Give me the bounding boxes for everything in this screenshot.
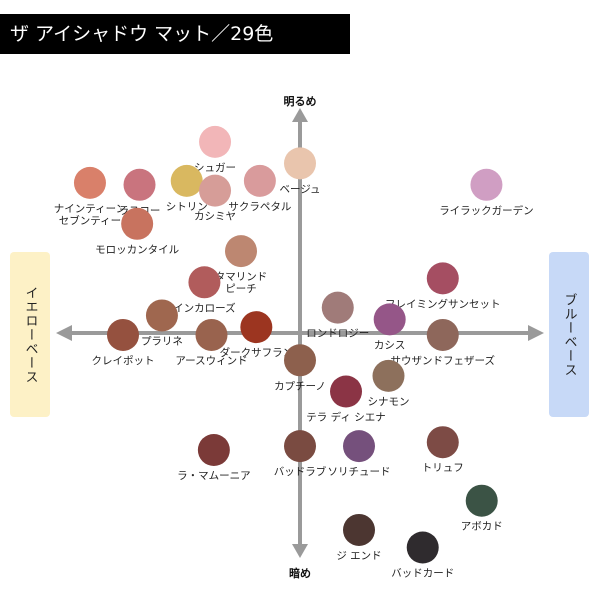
shade-label: ナインティーンセブンティー: [54, 203, 126, 227]
shade-label: プラリネ: [141, 335, 183, 347]
arrow-up-icon: [292, 108, 308, 122]
shade-label: ロンドロジー: [306, 328, 369, 340]
axis-label-dark: 暗め: [289, 567, 311, 580]
shade-swatch: [199, 125, 232, 158]
shade-swatch: [321, 291, 354, 324]
shade-swatch: [284, 344, 316, 377]
shade-label: クレイポット: [92, 355, 155, 367]
shade-label: ベージュ: [279, 183, 320, 195]
shade-swatch: [123, 168, 156, 201]
shade-swatch: [470, 168, 503, 201]
blue-base-label: ブルーベース: [549, 252, 589, 417]
shade-label: バッドカード: [391, 568, 454, 580]
shade-item: ナインティーンセブンティー: [54, 166, 126, 227]
shade-swatch: [73, 166, 106, 199]
shade-item: シナモン: [368, 359, 410, 408]
shade-item: ラ・マムーニア: [177, 434, 251, 482]
shade-label: シナモン: [368, 396, 410, 408]
yellow-base-label: イエローベース: [10, 252, 50, 417]
shade-item: ソリチュード: [328, 430, 391, 478]
shade-swatch: [243, 164, 276, 197]
shade-label: インカローズ: [173, 301, 235, 314]
shade-item: サウザンドフェザーズ: [391, 318, 495, 367]
shade-item: ロンドロジー: [306, 291, 369, 340]
shade-item: カプチーノ: [274, 344, 326, 392]
shade-label: シュガー: [194, 162, 236, 174]
shade-item: バッドカード: [391, 531, 454, 580]
shade-swatch: [225, 235, 257, 268]
shade-label: フレイミングサンセット: [385, 297, 501, 310]
shade-label: シトリン: [166, 201, 208, 213]
shade-label: カシミヤ: [194, 211, 236, 223]
shade-item: モロッカンタイル: [95, 207, 179, 256]
shade-label: サウザンドフェザーズ: [391, 354, 495, 367]
shade-swatch: [406, 531, 439, 564]
shade-swatch: [197, 434, 230, 466]
shade-item: ダークサフラン: [220, 311, 294, 359]
shade-item: シトリン: [166, 164, 208, 213]
shade-item: テラ ディ シエナ: [306, 375, 386, 424]
shade-label: アボカド: [461, 521, 503, 533]
shade-swatch: [170, 164, 203, 197]
shade-label: モロッカンタイル: [95, 244, 179, 256]
shade-item: アースウィンド: [175, 318, 248, 367]
shade-label: サクラペタル: [228, 201, 291, 213]
shade-label: カシス: [374, 339, 406, 351]
shade-label: ジ エンド: [336, 550, 381, 562]
shade-item: タマリンドピーチ: [215, 235, 268, 295]
page-title: ザ アイシャドウ マット／29色: [0, 14, 350, 54]
shade-swatch: [343, 430, 375, 463]
shade-swatch: [145, 299, 178, 332]
shade-item: ライラックガーデン: [439, 168, 534, 217]
shade-label: トリュフ: [422, 462, 464, 474]
axis-label-bright: 明るめ: [283, 95, 317, 108]
shade-item: カシス: [373, 303, 406, 351]
shade-swatch: [343, 513, 375, 546]
shade-swatch: [284, 430, 316, 463]
shade-item: ジ エンド: [336, 513, 382, 562]
shade-item: バッドラブ: [274, 430, 327, 478]
shade-label: タマリンドピーチ: [215, 271, 268, 295]
shade-item: カシミヤ: [194, 174, 236, 223]
shade-swatch: [107, 318, 139, 351]
shade-item: プラリネ: [141, 299, 183, 347]
shade-swatch: [426, 318, 459, 351]
shade-swatch: [199, 174, 232, 207]
shade-label: アースウィンド: [175, 355, 247, 367]
shade-item: シュガー: [194, 125, 236, 174]
arrow-down-icon: [292, 544, 308, 558]
shade-label: ソリチュード: [328, 466, 391, 478]
shade-item: アボカド: [461, 484, 503, 533]
shade-label: ダークサフラン: [220, 346, 294, 359]
shade-layer: シュガーベージュナインティーンセブンティーラスコーシトリンカシミヤサクラペタルモ…: [54, 125, 534, 580]
shade-swatch: [284, 147, 316, 180]
shade-swatch: [426, 426, 459, 459]
shade-label: ライラックガーデン: [439, 204, 534, 217]
shade-label: バッドラブ: [274, 465, 327, 478]
shade-item: インカローズ: [173, 266, 236, 314]
shade-item: サクラペタル: [228, 164, 291, 213]
shade-swatch: [188, 266, 221, 299]
shade-swatch: [195, 318, 228, 351]
shade-swatch: [426, 262, 459, 295]
shade-item: フレイミングサンセット: [385, 262, 501, 310]
shade-item: クレイポット: [92, 318, 155, 367]
shade-swatch: [372, 359, 405, 392]
shade-swatch: [121, 207, 154, 240]
shade-item: トリュフ: [422, 426, 464, 474]
shade-label: ラ・マムーニア: [177, 470, 251, 482]
arrow-left-icon: [56, 325, 72, 341]
shade-swatch: [373, 303, 406, 336]
shade-swatch: [240, 311, 273, 344]
shade-swatch: [465, 484, 498, 517]
shade-swatch: [330, 375, 363, 408]
shade-item: ベージュ: [279, 147, 321, 195]
shade-label: テラ ディ シエナ: [306, 411, 385, 424]
shade-label: カプチーノ: [274, 380, 326, 392]
arrow-right-icon: [528, 325, 544, 341]
